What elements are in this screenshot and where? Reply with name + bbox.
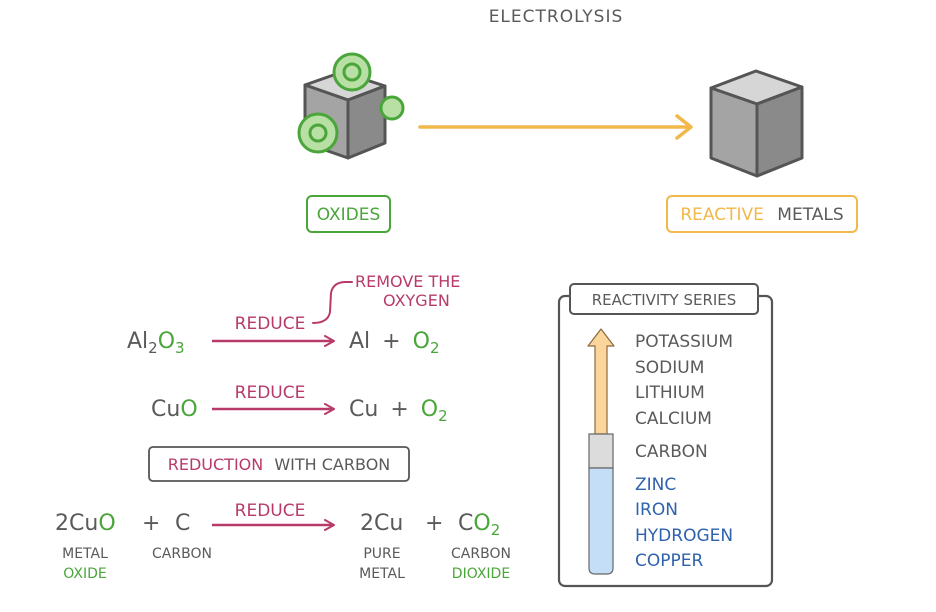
- eq2-reactant: CuO: [151, 397, 198, 422]
- eq3-co2-c: C: [458, 511, 473, 536]
- eq3-co2-sub: 2: [491, 521, 501, 539]
- reactive-metals-label: REACTIVE METALS: [680, 205, 843, 225]
- eq2-o2: O: [421, 397, 438, 422]
- series-item-carbon: CARBON: [635, 442, 708, 462]
- remove-oxygen-note-2: OXYGEN: [383, 291, 450, 310]
- eq1-sub-2: 2: [148, 339, 158, 357]
- reduction-with-carbon-label: REDUCTION WITH CARBON: [168, 455, 391, 474]
- eq1-reactant: Al2O3: [127, 329, 185, 357]
- eq3-co2: CO2: [458, 511, 500, 539]
- oxide-cube-icon: [297, 52, 405, 160]
- with-carbon-words: WITH CARBON: [274, 455, 390, 474]
- metal-cube-icon: [709, 69, 804, 178]
- reactivity-series-title-box: [569, 283, 759, 315]
- eq2-o2-sub: 2: [438, 407, 448, 425]
- series-item-lithium: LITHIUM: [635, 383, 705, 403]
- caption-carbon: CARBON: [152, 546, 212, 562]
- eq2-plus: +: [390, 397, 408, 422]
- series-item-hydrogen: HYDROGEN: [635, 526, 733, 546]
- remove-oxygen-bracket: [312, 281, 353, 324]
- series-item-iron: IRON: [635, 500, 678, 520]
- eq1-al: Al: [127, 329, 148, 354]
- eq1-arrow-label: REDUCE: [235, 314, 306, 334]
- caption-metal-2: METAL: [359, 566, 405, 582]
- eq2-products: Cu + O2: [349, 397, 448, 425]
- eq1-sub-3: 3: [175, 339, 185, 357]
- reactivity-series-title: REACTIVITY SERIES: [592, 291, 737, 309]
- reactive-word: REACTIVE: [680, 205, 764, 225]
- caption-co2-carbon: CARBON: [451, 546, 511, 562]
- caption-oxide: OXIDE: [63, 566, 106, 582]
- series-item-zinc: ZINC: [635, 475, 676, 495]
- reduction-word: REDUCTION: [168, 455, 263, 474]
- reactivity-arrow-icon: [587, 328, 615, 575]
- eq1-plus: +: [382, 329, 400, 354]
- oxides-label: OXIDES: [317, 205, 381, 225]
- eq2-cu: Cu: [151, 397, 180, 422]
- eq2-arrow-label: REDUCE: [235, 383, 306, 403]
- eq3-2cu: 2Cu: [55, 511, 98, 536]
- eq3-carbon: C: [175, 511, 190, 536]
- eq1-o: O: [158, 329, 175, 354]
- caption-pure: PURE: [363, 546, 400, 562]
- eq3-plus-1: +: [142, 511, 160, 536]
- eq1-o2-sub: 2: [430, 339, 440, 357]
- series-item-calcium: CALCIUM: [635, 409, 712, 429]
- electrolysis-arrow: [418, 114, 693, 140]
- caption-metal: METAL: [62, 546, 108, 562]
- eq3-co2-o: O: [473, 511, 490, 536]
- electrolysis-title: ELECTROLYSIS: [489, 7, 624, 27]
- eq1-al-product: Al: [349, 329, 370, 354]
- series-item-sodium: SODIUM: [635, 358, 704, 378]
- eq3-arrow-label: REDUCE: [235, 501, 306, 521]
- reduction-with-carbon-box: [148, 446, 410, 482]
- metals-word: METALS: [777, 205, 843, 225]
- eq2-cu-product: Cu: [349, 397, 378, 422]
- eq3-2cu-product: 2Cu: [360, 511, 403, 536]
- eq3-reactant-1: 2CuO: [55, 511, 116, 536]
- series-item-copper: COPPER: [635, 551, 703, 571]
- eq3-o: O: [98, 511, 115, 536]
- caption-dioxide: DIOXIDE: [452, 566, 510, 582]
- eq1-o2: O: [413, 329, 430, 354]
- eq2-o: O: [180, 397, 197, 422]
- remove-oxygen-note-1: REMOVE THE: [355, 272, 460, 291]
- series-item-potassium: POTASSIUM: [635, 332, 733, 352]
- eq1-products: Al + O2: [349, 329, 439, 357]
- reactive-metals-label-box: [666, 195, 858, 233]
- eq3-plus-2: +: [425, 511, 443, 536]
- oxides-label-box: [306, 195, 391, 233]
